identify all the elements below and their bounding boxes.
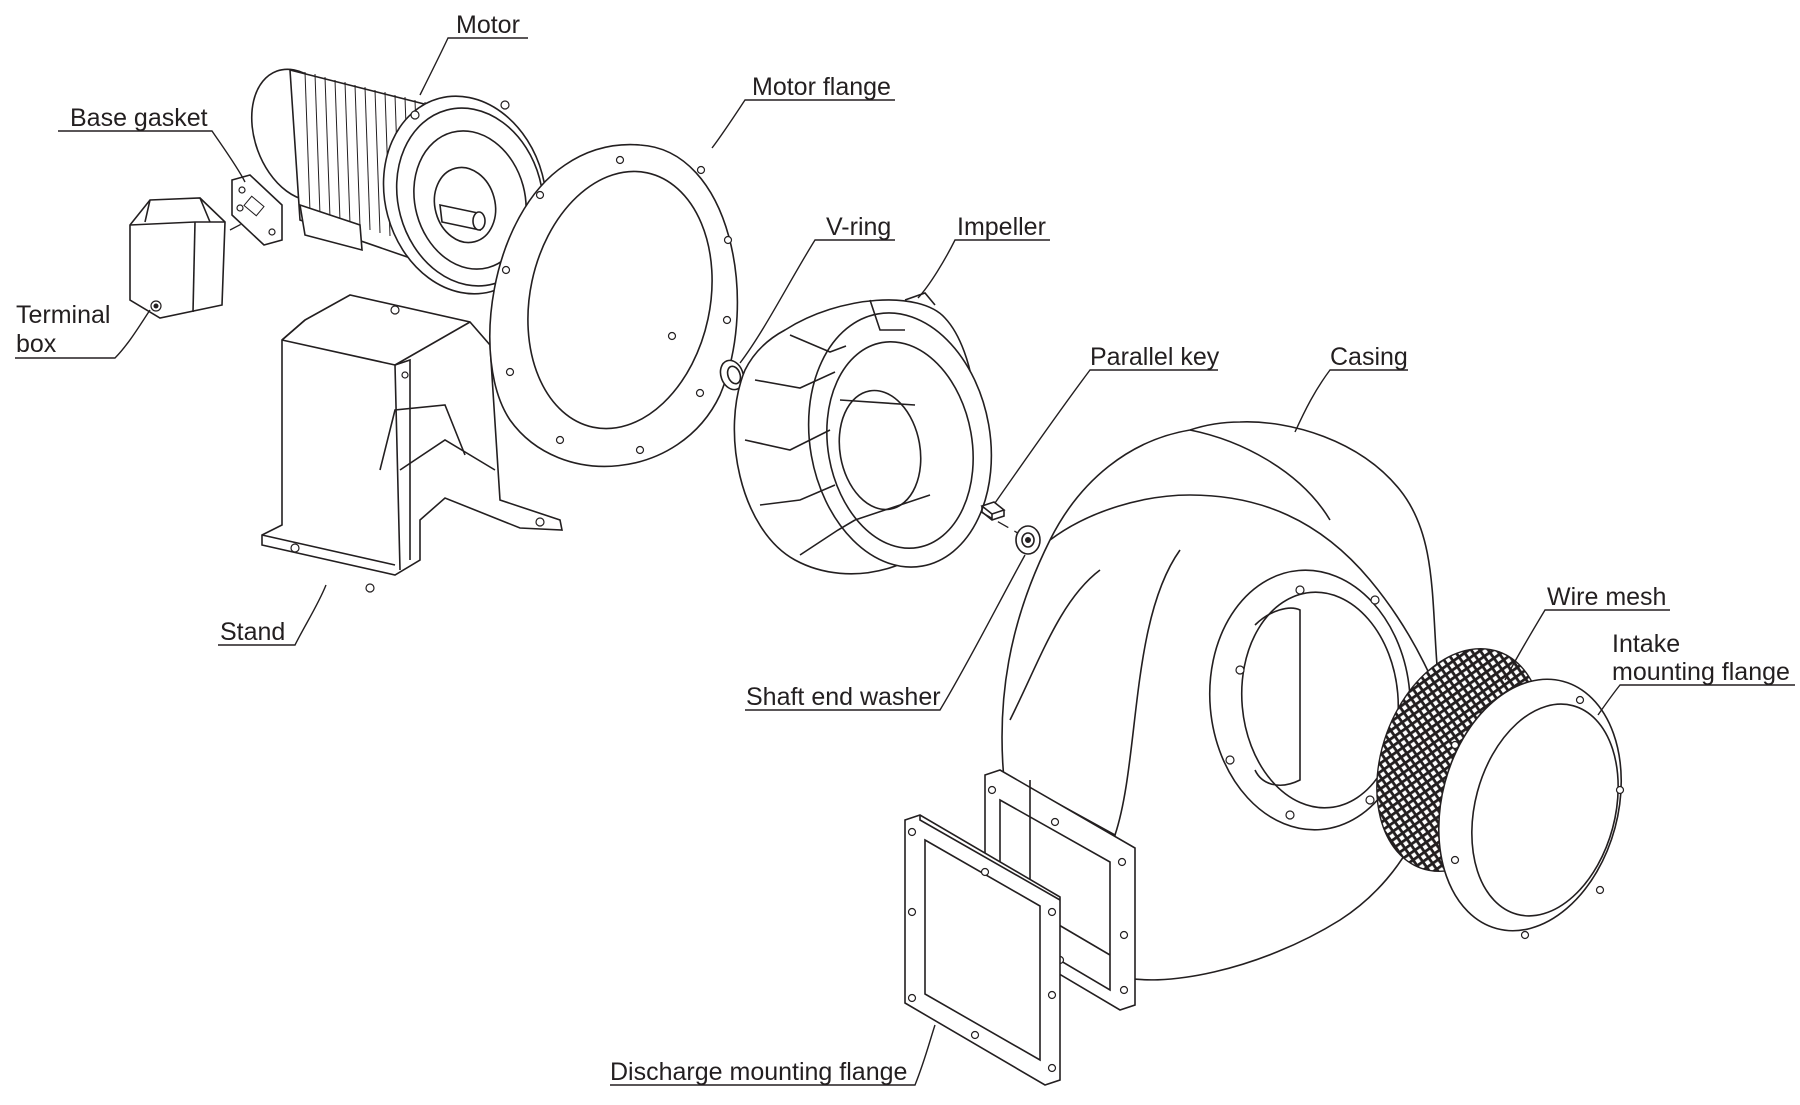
label-intake-line1: Intake	[1612, 630, 1680, 658]
leader-wire-mesh	[1504, 609, 1670, 681]
leader-parallel-key	[994, 369, 1218, 504]
casing-part	[984, 421, 1443, 1011]
label-stand: Stand	[220, 618, 285, 646]
leader-terminal-box	[15, 309, 151, 359]
leader-motor	[419, 37, 528, 96]
label-terminal-box-line1: Terminal	[16, 301, 110, 329]
label-impeller: Impeller	[957, 213, 1046, 241]
label-motor: Motor	[456, 11, 520, 39]
leader-stand	[218, 584, 327, 646]
motor-flange-part	[489, 143, 739, 468]
base-gasket-part	[231, 174, 283, 246]
label-shaft-end-washer: Shaft end washer	[746, 683, 941, 711]
parallel-key-part	[980, 501, 1006, 521]
terminal-box-part	[129, 197, 226, 319]
discharge-mounting-flange-part	[904, 814, 1061, 1086]
intake-mounting-flange-part	[1437, 678, 1625, 940]
shaft-end-washer-part	[1015, 525, 1041, 555]
label-wire-mesh: Wire mesh	[1547, 583, 1666, 611]
label-discharge-mounting-flange: Discharge mounting flange	[610, 1058, 907, 1086]
leader-motor-flange	[711, 99, 895, 149]
label-terminal-box-line2: box	[16, 330, 57, 358]
label-parallel-key: Parallel key	[1090, 343, 1220, 371]
label-intake-line2: mounting flange	[1612, 658, 1790, 686]
label-base-gasket: Base gasket	[70, 104, 208, 132]
motor-part	[250, 68, 548, 315]
leader-intake-flange	[1597, 684, 1795, 716]
leader-lines	[15, 37, 1795, 1086]
label-motor-flange: Motor flange	[752, 73, 891, 101]
label-v-ring: V-ring	[826, 213, 891, 241]
impeller-part	[733, 292, 993, 575]
leader-casing	[1294, 369, 1408, 433]
leader-impeller	[917, 239, 1050, 299]
leader-base-gasket	[58, 130, 246, 183]
labels: Motor Base gasket Terminal box Stand Mot…	[16, 11, 1790, 1086]
v-ring-part	[719, 359, 745, 391]
stand-part	[261, 294, 563, 593]
leader-v-ring	[739, 239, 895, 364]
label-casing: Casing	[1330, 343, 1408, 371]
leader-shaft-end-washer	[745, 554, 1026, 711]
leader-discharge-flange	[610, 1024, 936, 1086]
